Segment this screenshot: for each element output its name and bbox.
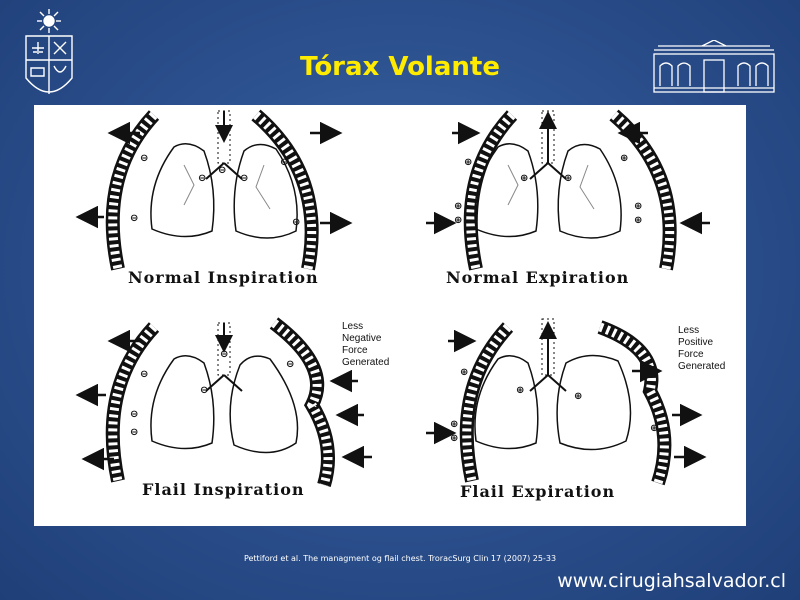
negative-sign: ⊖ bbox=[200, 385, 208, 396]
positive-sign: ⊕ bbox=[564, 173, 572, 184]
panel-flail-expiration: ⊕ ⊕ ⊕ ⊕ ⊕ ⊕ ⊕ Less Positive Force Genera… bbox=[426, 318, 725, 501]
positive-sign: ⊕ bbox=[620, 153, 628, 164]
hospital-building-logo bbox=[653, 40, 775, 93]
annotation-line: Generated bbox=[678, 361, 725, 372]
negative-sign: ⊖ bbox=[130, 213, 138, 224]
annotation-line: Force bbox=[342, 345, 368, 356]
panel-label: Normal Inspiration bbox=[128, 268, 319, 287]
positive-sign: ⊕ bbox=[454, 215, 462, 226]
positive-sign: ⊕ bbox=[574, 391, 582, 402]
panel-label: Normal Expiration bbox=[446, 268, 629, 287]
slide-title: Tórax Volante bbox=[300, 52, 500, 82]
positive-sign: ⊕ bbox=[450, 419, 458, 430]
negative-sign: ⊖ bbox=[240, 173, 248, 184]
annotation-line: Negative bbox=[342, 333, 382, 344]
negative-sign: ⊖ bbox=[140, 153, 148, 164]
annotation-line: Less bbox=[342, 321, 363, 332]
annotation-line: Less bbox=[678, 325, 699, 336]
positive-sign: ⊕ bbox=[544, 117, 552, 128]
positive-sign: ⊕ bbox=[634, 201, 642, 212]
positive-sign: ⊕ bbox=[650, 423, 658, 434]
positive-sign: ⊕ bbox=[464, 157, 472, 168]
negative-sign: ⊖ bbox=[220, 349, 228, 360]
annotation-line: Generated bbox=[342, 357, 389, 368]
negative-sign: ⊖ bbox=[218, 165, 226, 176]
negative-sign: ⊖ bbox=[140, 369, 148, 380]
positive-sign: ⊕ bbox=[460, 367, 468, 378]
positive-sign: ⊕ bbox=[450, 433, 458, 444]
positive-sign: ⊕ bbox=[520, 173, 528, 184]
positive-sign: ⊕ bbox=[516, 385, 524, 396]
panel-flail-inspiration: ⊖ ⊖ ⊖ ⊖ ⊖ ⊖ Less Negative Force Generate… bbox=[75, 317, 389, 499]
panel-normal-expiration: ⊕ ⊕ ⊕ ⊕ ⊕ ⊕ ⊕ ⊕ ⊕ Normal Expiration bbox=[426, 109, 710, 287]
panel-label: Flail Inspiration bbox=[142, 480, 305, 499]
annotation-line: Force bbox=[678, 349, 704, 360]
negative-sign: ⊖ bbox=[130, 427, 138, 438]
panel-normal-inspiration: ⊖ ⊖ ⊖ ⊖ ⊖ ⊖ ⊖ Normal Inspiration bbox=[75, 109, 353, 287]
positive-sign: ⊕ bbox=[544, 325, 552, 336]
panel-label: Flail Expiration bbox=[460, 482, 615, 501]
negative-sign: ⊖ bbox=[286, 359, 294, 370]
flail-chest-diagram: ⊖ ⊖ ⊖ ⊖ ⊖ ⊖ ⊖ Normal Inspiration ⊕ ⊕ ⊕ ⊕… bbox=[75, 109, 725, 501]
negative-sign: ⊖ bbox=[130, 409, 138, 420]
citation-text: Pettiford et al. The managment og flail … bbox=[243, 554, 557, 563]
negative-sign: ⊖ bbox=[280, 157, 288, 168]
website-url: www.cirugiahsalvador.cl bbox=[557, 570, 786, 592]
positive-sign: ⊕ bbox=[454, 201, 462, 212]
negative-sign: ⊖ bbox=[292, 217, 300, 228]
annotation-line: Positive bbox=[678, 337, 713, 348]
positive-sign: ⊕ bbox=[634, 215, 642, 226]
university-crest-logo bbox=[25, 9, 73, 94]
negative-sign: ⊖ bbox=[198, 173, 206, 184]
diagram-panel: ⊖ ⊖ ⊖ ⊖ ⊖ ⊖ ⊖ Normal Inspiration ⊕ ⊕ ⊕ ⊕… bbox=[34, 105, 746, 526]
